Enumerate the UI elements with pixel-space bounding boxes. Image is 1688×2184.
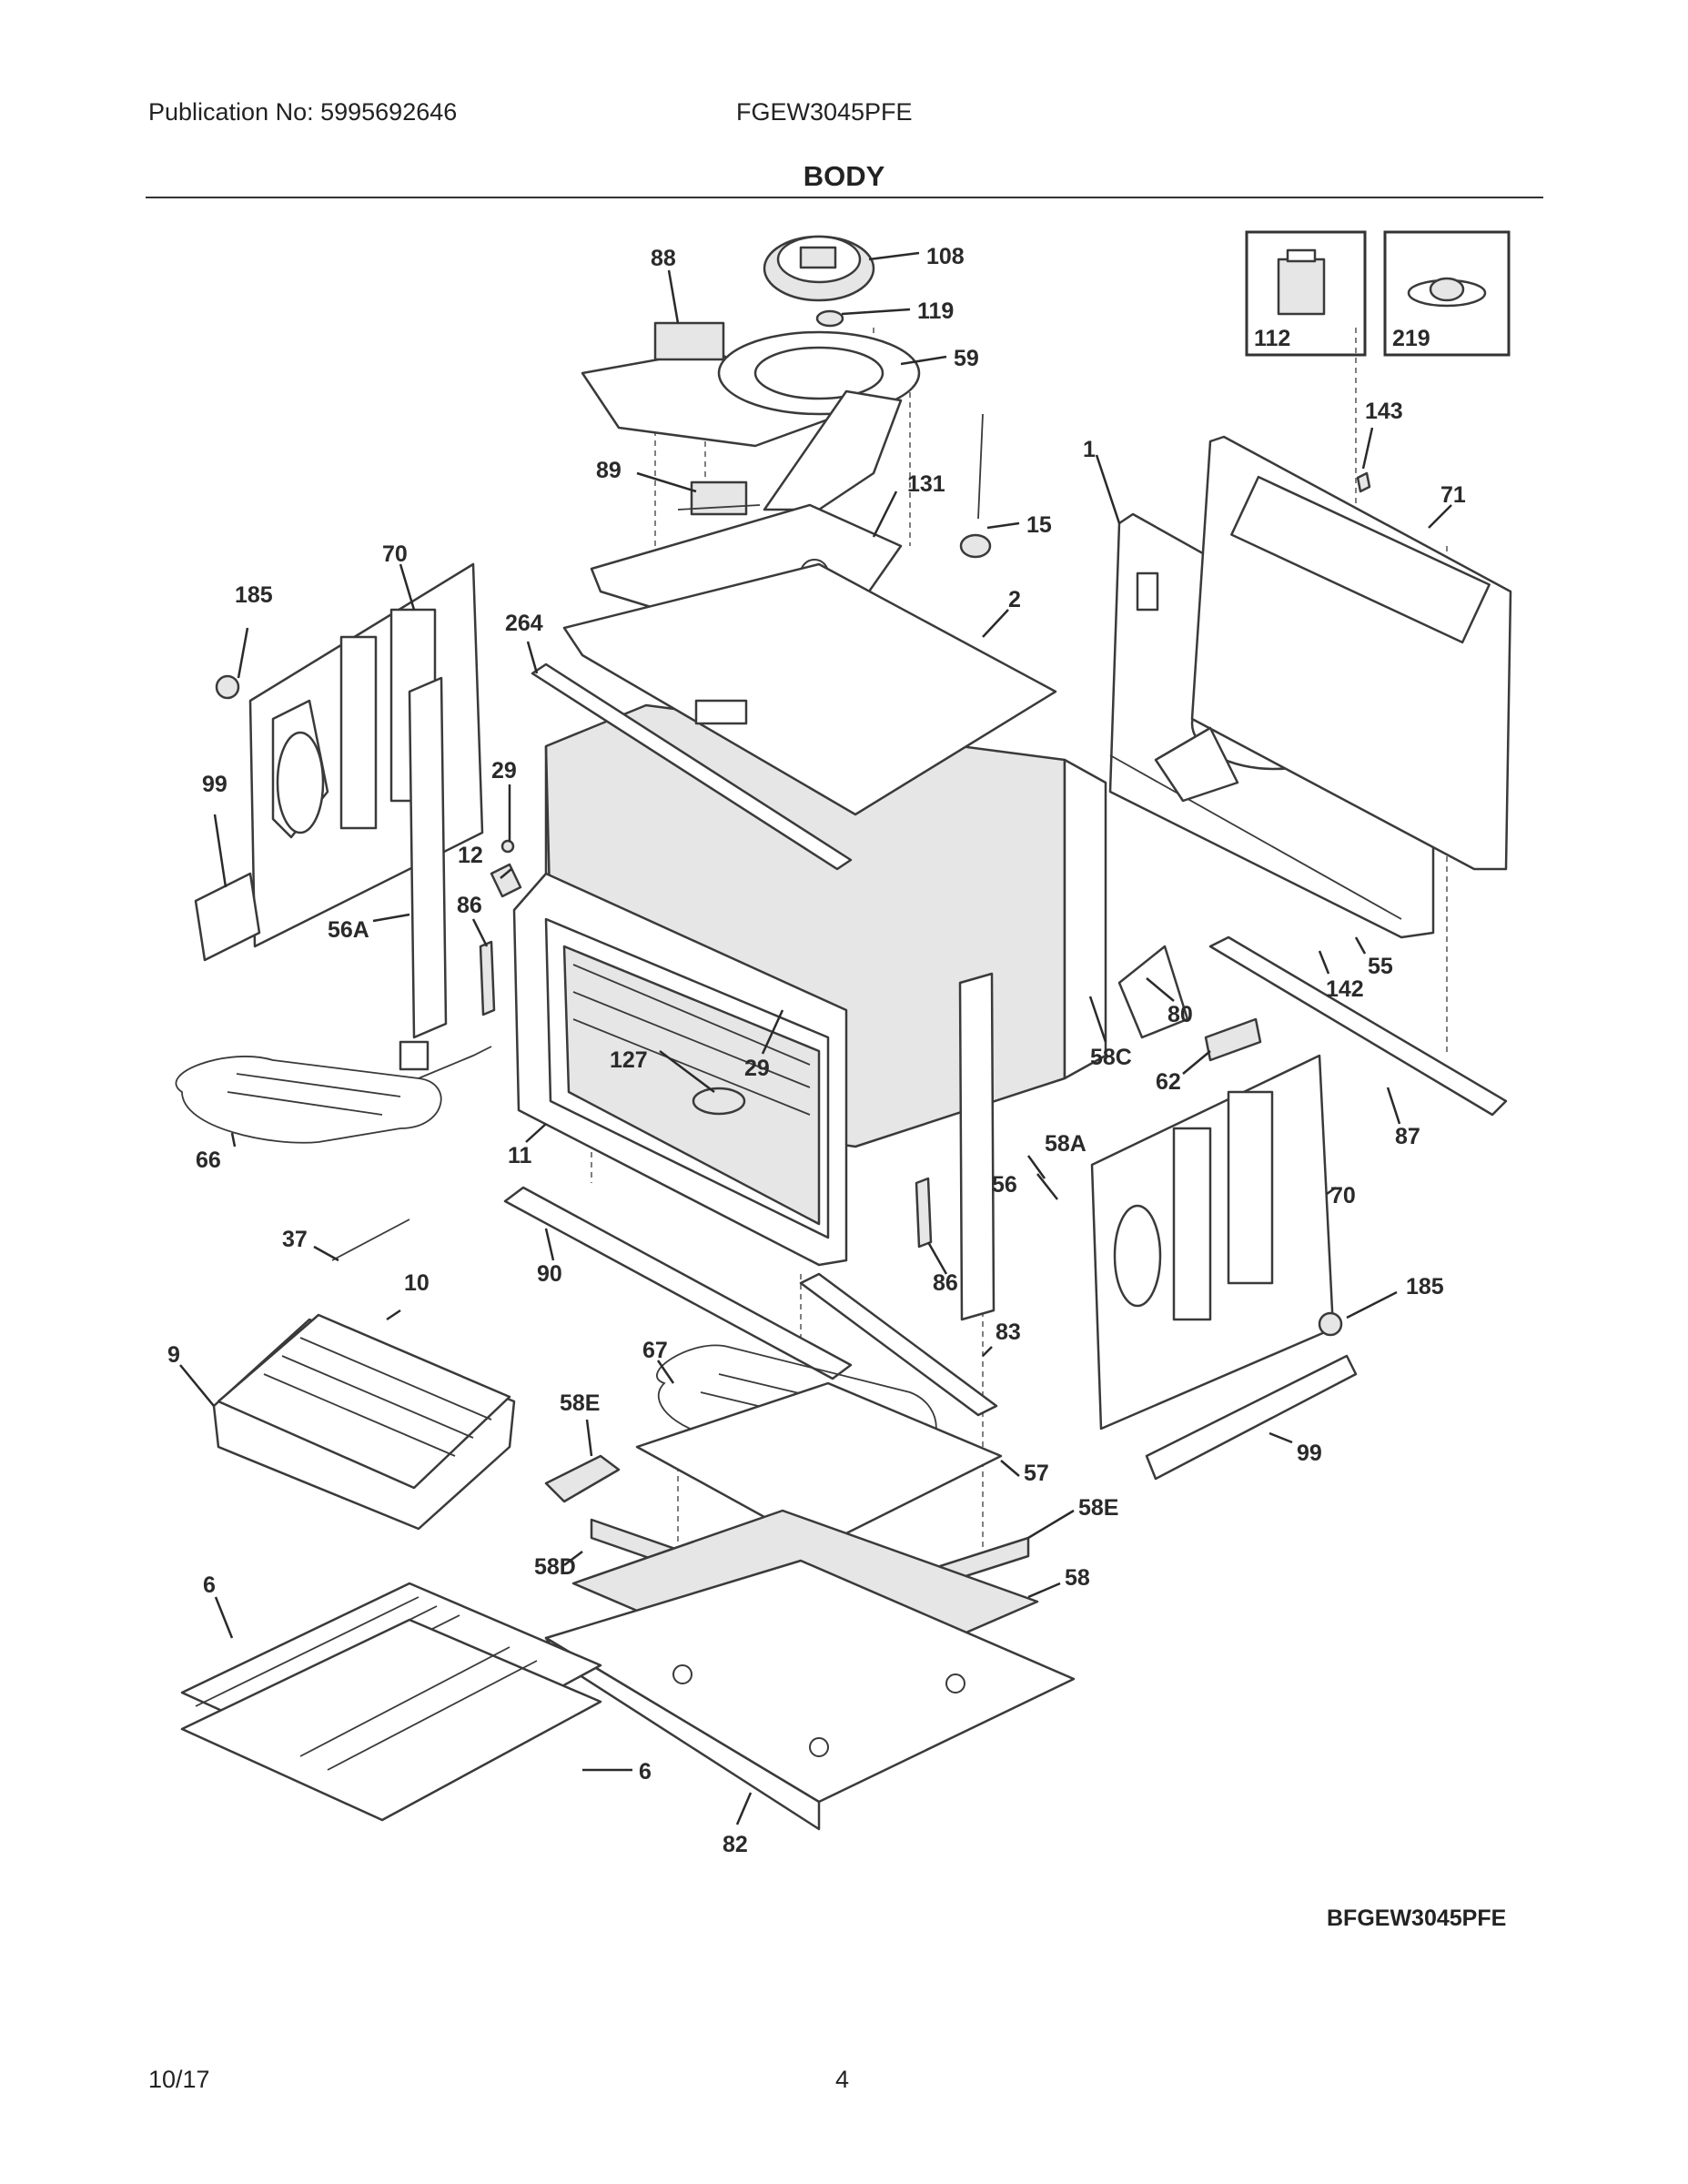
- page-number: 4: [835, 2066, 850, 2093]
- terminal-bracket: [1154, 726, 1239, 803]
- callout-label: 58A: [1045, 1131, 1087, 1157]
- right-rail: [1208, 935, 1508, 1117]
- callout-label: 29: [491, 758, 517, 784]
- callout-label: 90: [537, 1261, 562, 1287]
- callout-label: 10: [404, 1270, 430, 1296]
- publication-number: Publication No: 5995692646: [148, 98, 458, 126]
- part-label: 219: [1392, 326, 1430, 351]
- temp-probe-wire: [331, 1218, 410, 1261]
- callout-label: 127: [610, 1047, 648, 1073]
- callout-label: 185: [235, 582, 273, 608]
- hinge-receptacle: [479, 940, 496, 1016]
- callout-label: 58C: [1090, 1045, 1132, 1070]
- callout-labels: 108 88 119 59 89 131 15 1 143 71 70 185 …: [167, 244, 1466, 1857]
- callout-label: 58E: [1078, 1495, 1118, 1521]
- screw: [500, 839, 515, 854]
- callout-label: 29: [744, 1056, 770, 1081]
- callout-label: 86: [933, 1270, 958, 1296]
- header-rule: [146, 197, 1543, 198]
- callout-label: 67: [642, 1338, 668, 1363]
- callout-label: 99: [202, 772, 227, 797]
- callout-label: 12: [458, 843, 483, 868]
- bottom-trim: [503, 1186, 853, 1380]
- insulation-strip: [544, 1454, 621, 1503]
- callout-label: 56: [992, 1172, 1017, 1198]
- callout-label: 88: [651, 246, 676, 271]
- publication-date: 10/17: [148, 2066, 210, 2093]
- callout-label: 55: [1368, 954, 1393, 979]
- clip: [1356, 471, 1371, 493]
- callout-label: 56A: [328, 917, 369, 943]
- callout-label: 6: [203, 1572, 216, 1598]
- inset-part-112: 112: [1245, 230, 1367, 357]
- convection-fan-motor: [763, 235, 875, 302]
- callout-label: 143: [1365, 399, 1403, 424]
- fan-shroud: [581, 321, 921, 511]
- callout-label: 57: [1024, 1461, 1049, 1486]
- grommet: [1318, 1311, 1343, 1337]
- oven-top-panel: [562, 562, 1057, 816]
- broiler-pan: [212, 1313, 516, 1531]
- front-frame-gasket: [512, 872, 848, 1267]
- callout-label: 37: [282, 1227, 308, 1252]
- part-label: 112: [1254, 326, 1290, 351]
- door-lock-switch: [677, 480, 761, 516]
- rear-outer-panel: [1190, 435, 1512, 871]
- mounting-plate: [1117, 945, 1189, 1039]
- callout-label: 70: [382, 541, 408, 567]
- callout-label: 89: [596, 458, 622, 483]
- grommet: [215, 674, 240, 700]
- callout-label: 99: [1297, 1441, 1322, 1466]
- side-trim: [408, 676, 448, 1039]
- callout-label: 11: [508, 1143, 532, 1168]
- callout-label: 142: [1326, 976, 1364, 1002]
- model-number: FGEW3045PFE: [736, 98, 913, 126]
- terminal-block: [1204, 1017, 1262, 1062]
- callout-label: 70: [1330, 1183, 1356, 1208]
- callout-label: 108: [926, 244, 965, 269]
- callout-label: 86: [457, 893, 482, 918]
- diagram-code: BFGEW3045PFE: [1327, 1906, 1507, 1931]
- mounting-bracket: [194, 872, 261, 962]
- callout-label: 1: [1083, 437, 1096, 462]
- callout-label: 58E: [560, 1390, 600, 1416]
- callout-label: 2: [1008, 587, 1021, 612]
- callout-label: 264: [505, 611, 543, 636]
- right-side-trim: [958, 972, 996, 1321]
- callout-label: 185: [1406, 1274, 1444, 1299]
- callout-label: 83: [996, 1320, 1021, 1345]
- lamp-holder: [490, 863, 522, 898]
- callout-label: 87: [1395, 1124, 1420, 1149]
- callout-label: 82: [723, 1832, 748, 1857]
- callout-label: 6: [639, 1759, 652, 1785]
- broil-element: [175, 1040, 492, 1144]
- oven-bottom-pan: [544, 1559, 1076, 1831]
- callout-label: 66: [196, 1148, 221, 1173]
- left-side-panel: [248, 562, 484, 948]
- base-rail: [1145, 1354, 1358, 1481]
- top-trim-strip: [531, 662, 853, 871]
- callout-label: 9: [167, 1342, 180, 1368]
- lower-rail: [799, 1272, 998, 1417]
- hinge-receptacle: [915, 1177, 933, 1249]
- leader-lines: [179, 251, 1452, 1825]
- section-title: BODY: [803, 160, 885, 192]
- callout-label: 71: [1440, 482, 1466, 508]
- callout-label: 58: [1065, 1565, 1090, 1591]
- callout-label: 15: [1026, 512, 1052, 538]
- callout-label: 58D: [534, 1554, 576, 1580]
- callout-label: 131: [907, 471, 945, 497]
- fan-nut: [815, 309, 844, 328]
- callout-label: 59: [954, 346, 979, 371]
- callout-label: 80: [1167, 1002, 1193, 1027]
- inset-part-219: 219: [1383, 230, 1511, 357]
- bake-element-shield: [635, 1381, 1003, 1549]
- oven-racks: [180, 1582, 602, 1822]
- oven-sensor: [959, 413, 992, 559]
- callout-label: 119: [917, 298, 954, 324]
- callout-label: 62: [1156, 1069, 1181, 1095]
- right-side-panel: [1090, 1054, 1335, 1431]
